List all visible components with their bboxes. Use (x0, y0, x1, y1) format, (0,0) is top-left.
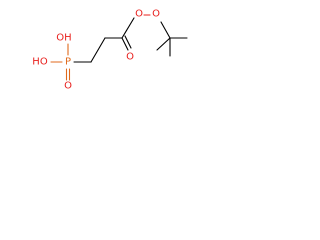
atom-oh-top: OH (56, 33, 71, 44)
atom-labels: OH HO P O O O O (32, 9, 160, 92)
atom-o-phosphoryl: O (64, 81, 72, 92)
bond-c3-o-double-a (121, 37, 129, 51)
atom-phosphorus: P (65, 57, 71, 68)
atom-o-carbonyl: O (126, 52, 134, 63)
atom-o-peroxy-2: O (152, 9, 160, 20)
bond-c3-o-double-b (124, 35, 132, 49)
bonds (50, 14, 188, 81)
structure-diagram: OH HO P O O O O (32, 9, 188, 92)
atom-o-peroxy-1: O (135, 9, 143, 20)
bond-c1-c2 (90, 37, 106, 63)
atom-oh-left: HO (32, 57, 48, 68)
bond-ctert-me3 (156, 37, 171, 51)
bond-o2-ctert (160, 21, 171, 39)
bond-c3-o1 (121, 17, 135, 39)
